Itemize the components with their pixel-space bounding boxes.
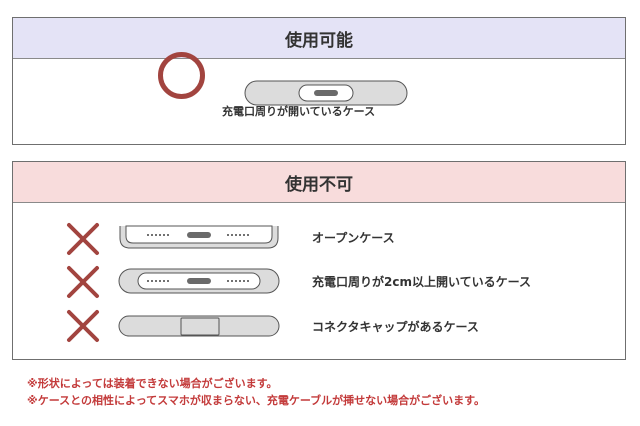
usable-header: 使用可能 [13, 18, 625, 59]
row-label-open-case: オープンケース [312, 231, 395, 245]
circle-ok-icon [158, 52, 205, 99]
cross-icon [67, 223, 99, 255]
cross-icon [67, 266, 99, 298]
wide-opening-case-icon [118, 268, 280, 294]
unusable-panel: 使用不可 [12, 161, 626, 360]
usable-caption: 充電口周りが開いているケース [222, 105, 376, 118]
cross-icon [67, 310, 99, 342]
case-ok-icon [244, 80, 408, 106]
usable-panel: 使用可能 [12, 17, 626, 145]
note-line: ※ケースとの相性によってスマホが収まらない、充電ケーブルが挿せない場合がございま… [27, 394, 486, 407]
notes: ※形状によっては装着できない場合がございます。 ※ケースとの相性によってスマホが… [27, 375, 485, 409]
row-label-connector-cap: コネクタキャップがあるケース [312, 320, 479, 334]
open-case-icon [119, 225, 279, 249]
row-label-wide-opening: 充電口周りが2cm以上開いているケース [312, 275, 532, 289]
note-line: ※形状によっては装着できない場合がございます。 [27, 377, 278, 390]
connector-cap-case-icon [118, 315, 280, 337]
unusable-header: 使用不可 [13, 162, 625, 203]
